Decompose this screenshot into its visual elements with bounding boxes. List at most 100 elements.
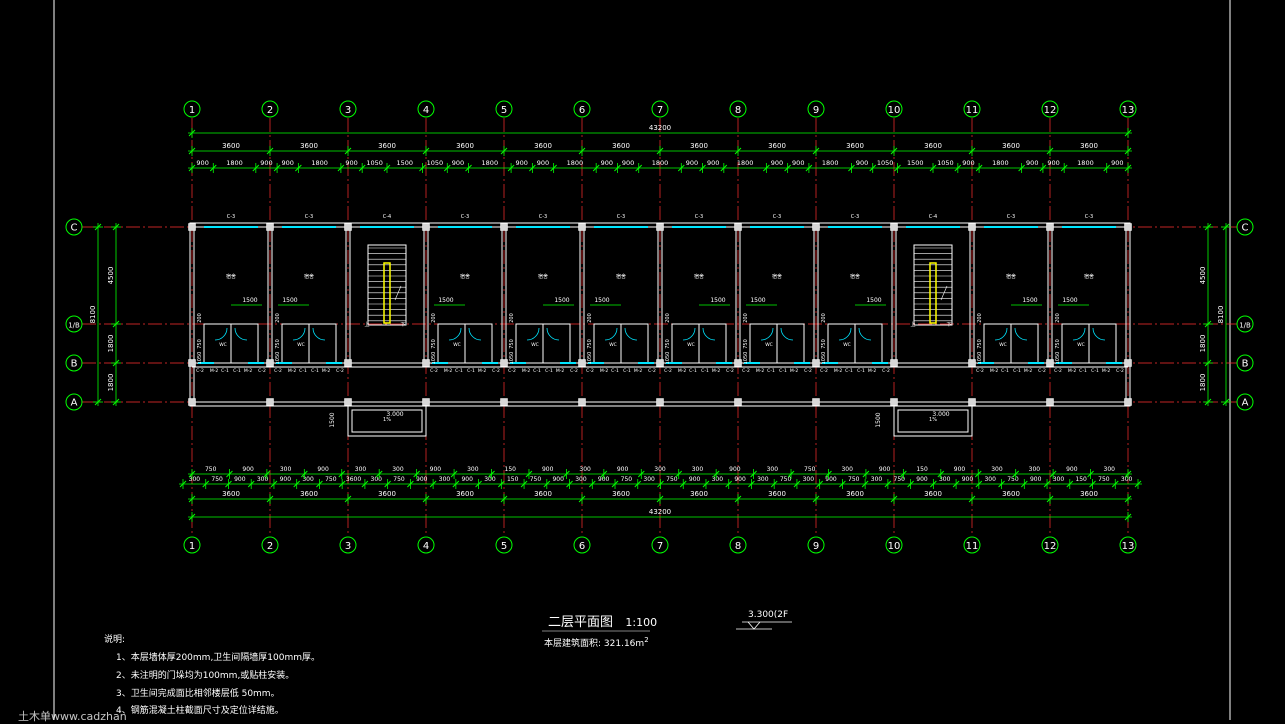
row-bubble xyxy=(1236,354,1254,372)
bath-dim-text: 1500 xyxy=(1062,297,1077,304)
dim-bottom-detail-text: 300 xyxy=(484,476,496,483)
axis-bubble xyxy=(885,100,903,118)
dim-bottom-detail-slash xyxy=(816,480,824,488)
dim-top-detail-slash xyxy=(635,164,643,172)
column xyxy=(656,359,664,367)
dim-top-bays-text: 3600 xyxy=(300,142,318,150)
small-dim: 200 xyxy=(509,313,515,323)
entrance-dim: 1500 xyxy=(329,412,336,427)
dim-bottom-bays-slash xyxy=(578,495,586,503)
column xyxy=(890,398,898,406)
dim-bottom-bays-text: 3600 xyxy=(534,490,552,498)
column xyxy=(578,398,586,406)
door-tag: M-2 xyxy=(556,368,565,374)
dim-top-detail-slash xyxy=(337,164,345,172)
column xyxy=(968,359,976,367)
door-tag: C-1 xyxy=(767,368,775,374)
door-tag: C-2 xyxy=(258,368,266,374)
dim-bottom-upper-text: 300 xyxy=(1029,466,1041,473)
door-swing xyxy=(526,327,540,341)
canopy-level: 3.000 xyxy=(932,411,949,418)
door-swing xyxy=(624,327,638,341)
door-tag: C-2 xyxy=(882,368,890,374)
dim-left-total-slash xyxy=(94,398,102,406)
dim-top-bays-slash xyxy=(344,147,352,155)
dim-top-detail-slash xyxy=(419,164,426,172)
dim-top-bays-text: 3600 xyxy=(378,142,396,150)
axis-label: 4 xyxy=(423,541,429,552)
dim-top-bays-text: 3600 xyxy=(690,142,708,150)
canopy-inner xyxy=(897,409,969,433)
small-dim: 200 xyxy=(821,313,827,323)
column xyxy=(578,359,586,367)
axis-bubble xyxy=(807,100,825,118)
dim-top-detail-slash xyxy=(1103,164,1111,172)
dim-bottom-detail-slash xyxy=(520,480,528,488)
room-label: 宿舍 xyxy=(1084,273,1094,280)
small-dim: 750 xyxy=(743,339,749,349)
dim-top-detail-text: 900 xyxy=(345,159,357,167)
small-dim: 1050 xyxy=(977,352,983,365)
dim-bottom-detail-slash xyxy=(975,480,983,488)
dim-bottom-upper-text: 300 xyxy=(467,466,479,473)
dim-bottom-detail-slash xyxy=(1111,480,1119,488)
dim-bottom-upper-slash xyxy=(862,470,870,478)
dim-top-detail-text: 900 xyxy=(771,159,783,167)
row-label: 1/B xyxy=(68,322,80,330)
dim-bottom-detail-text: 300 xyxy=(257,476,269,483)
note-item-3: 3、卫生间完成面比相邻楼层低 50mm。 xyxy=(116,689,280,699)
dim-bottom-detail-text: 900 xyxy=(962,476,974,483)
door-tag: C-1 xyxy=(545,368,553,374)
column xyxy=(500,359,508,367)
dim-left-text: 1800 xyxy=(107,335,115,353)
dim-bottom-detail-text: 750 xyxy=(848,476,860,483)
axis-bubble xyxy=(1119,100,1137,118)
dim-bottom-bays-text: 3600 xyxy=(924,490,942,498)
dim-bottom-detail-slash xyxy=(497,480,505,488)
small-dim: 750 xyxy=(587,339,593,349)
door-swing xyxy=(1072,327,1086,341)
dim-top-detail-slash xyxy=(894,164,901,172)
axis-bubble xyxy=(183,536,201,554)
door-tag: C-1 xyxy=(623,368,631,374)
dim-top-detail-slash xyxy=(465,164,472,172)
axis-label: 6 xyxy=(579,541,585,552)
bath-dim-text: 1500 xyxy=(438,297,453,304)
dim-top-detail-slash xyxy=(784,164,791,172)
dim-bottom-upper-text: 300 xyxy=(767,466,779,473)
door-tag: M-2 xyxy=(444,368,453,374)
axis-bubble xyxy=(729,536,747,554)
floor-area-unit-sup: 2 xyxy=(644,636,649,644)
entrance-dim: 1500 xyxy=(875,412,882,427)
axis-label: 5 xyxy=(501,105,507,116)
column xyxy=(500,223,508,231)
small-dim: 200 xyxy=(977,313,983,323)
axis-bubble xyxy=(729,100,747,118)
dim-bottom-upper-slash xyxy=(1087,470,1094,478)
dim-top-detail-slash xyxy=(954,164,962,172)
window-tag: C-3 xyxy=(617,214,625,220)
dim-bottom-upper-slash xyxy=(1012,470,1020,478)
dim-bottom-upper-slash xyxy=(488,470,495,478)
dim-top-bays-slash xyxy=(968,147,976,155)
column xyxy=(812,359,820,367)
dim-top-bays-text: 3600 xyxy=(456,142,474,150)
dim-bottom-detail-text: 900 xyxy=(598,476,610,483)
door-tag: C-2 xyxy=(820,368,828,374)
row-bubble xyxy=(65,218,83,236)
dim-bottom-bays-slash xyxy=(500,495,508,503)
row-label: B xyxy=(71,359,78,370)
dim-bottom-detail-slash xyxy=(179,480,187,488)
room-label: 宿舍 xyxy=(460,273,470,280)
dim-bottom-detail-text: 300 xyxy=(984,476,996,483)
dim-bottom-detail-slash xyxy=(679,480,687,488)
dim-bottom-detail-slash xyxy=(884,480,892,488)
window-tag: C-3 xyxy=(305,214,313,220)
dim-bottom-detail-text: 3600 xyxy=(346,476,361,483)
door-tag: M-2 xyxy=(600,368,609,374)
small-dim: 1050 xyxy=(431,352,437,365)
dim-top-bays-slash xyxy=(578,147,586,155)
door-swing xyxy=(234,327,248,341)
axis-bubble xyxy=(417,536,435,554)
